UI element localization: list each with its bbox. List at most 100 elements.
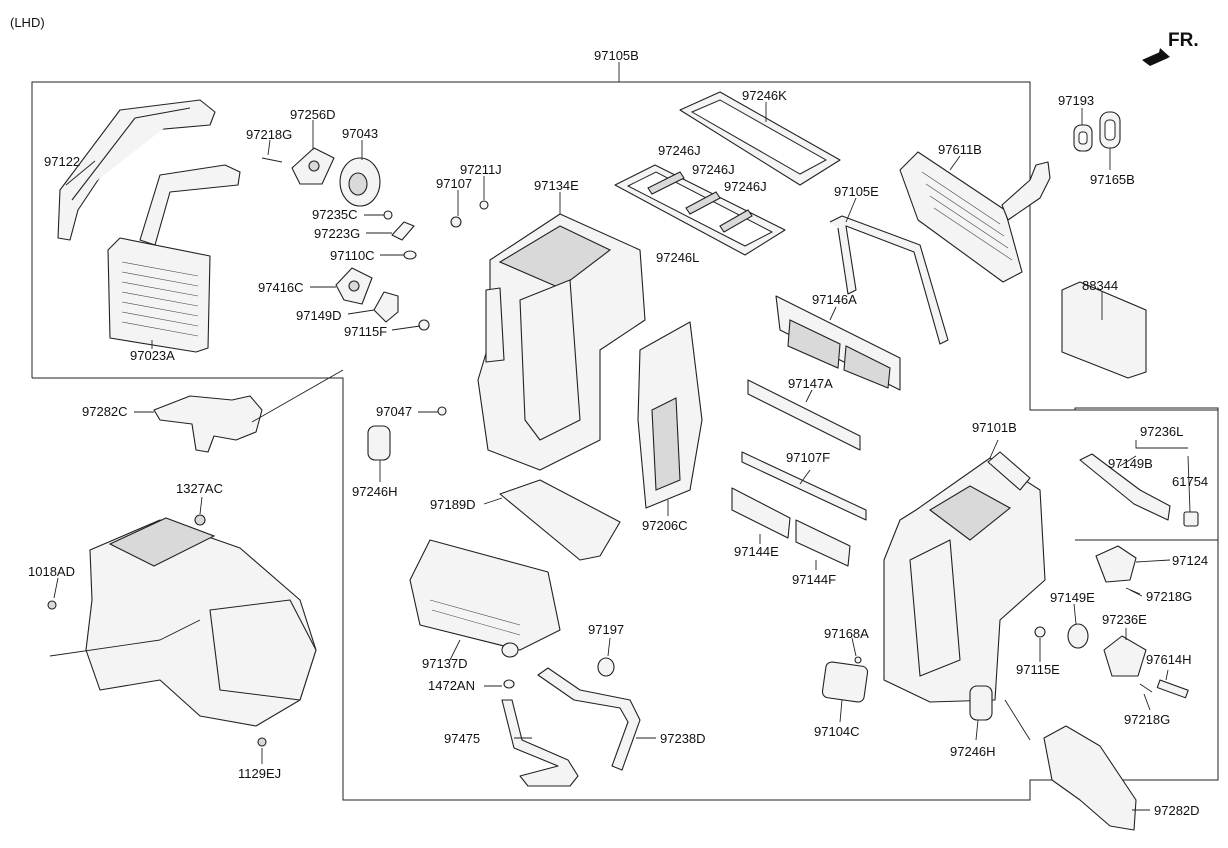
part-label-97282D: 97282D xyxy=(1154,803,1200,818)
link-97110C xyxy=(403,250,417,260)
door-97147A xyxy=(747,379,861,451)
part-label-97218G-a: 97218G xyxy=(1146,589,1192,604)
hvac-assembly-view xyxy=(47,514,317,747)
part-label-97023A: 97023A xyxy=(130,348,175,363)
front-direction-label: FR. xyxy=(1168,30,1199,51)
evaporator-97611B xyxy=(899,151,1051,283)
part-label-97047: 97047 xyxy=(376,404,412,419)
part-label-97416C: 97416C xyxy=(258,280,304,295)
lever-97149D xyxy=(373,291,399,323)
part-label-97246J-b: 97246J xyxy=(692,162,735,177)
seal-97246H-left xyxy=(367,425,391,461)
part-label-97122: 97122 xyxy=(44,154,80,169)
seal-97246H-right xyxy=(969,685,993,721)
part-label-97189D: 97189D xyxy=(430,497,476,512)
part-label-97104C: 97104C xyxy=(814,724,860,739)
door-97107F xyxy=(741,451,867,521)
connector-61754 xyxy=(1183,511,1199,527)
part-label-97144F: 97144F xyxy=(792,572,836,587)
clip-97235C xyxy=(383,210,393,220)
part-label-97246J-a: 97246J xyxy=(658,143,701,158)
part-label-97110C: 97110C xyxy=(330,248,375,263)
part-label-97146A: 97146A xyxy=(812,292,857,307)
part-label-97611B: 97611B xyxy=(938,142,982,157)
air-filter-frame-97246K xyxy=(679,91,841,186)
heater-pipe xyxy=(57,99,241,246)
part-label-61754: 61754 xyxy=(1172,474,1208,489)
part-label-97218G: 97218G xyxy=(246,127,292,142)
part-label-97115E: 97115E xyxy=(1016,662,1060,677)
part-label-97147A: 97147A xyxy=(788,376,833,391)
clip-97107 xyxy=(450,216,462,228)
part-label-97105E: 97105E xyxy=(834,184,879,199)
actuator-97124 xyxy=(1095,545,1137,583)
part-label-97197: 97197 xyxy=(588,622,624,637)
hose-97149B xyxy=(1079,453,1171,521)
lever-97223G xyxy=(391,221,415,241)
plug-1472AN xyxy=(503,679,515,689)
part-label-97149E: 97149E xyxy=(1050,590,1095,605)
part-label-97236E: 97236E xyxy=(1102,612,1147,627)
clip-97168A xyxy=(854,656,862,664)
part-label-97105B: 97105B xyxy=(594,48,639,63)
clip-97115F xyxy=(418,319,430,331)
drain-pan-97137D xyxy=(409,539,561,651)
clip-97047 xyxy=(437,406,447,416)
part-label-97206C: 97206C xyxy=(642,518,688,533)
duct-97282C xyxy=(153,395,263,453)
part-label-97124: 97124 xyxy=(1172,553,1208,568)
grommet-97193 xyxy=(1073,124,1093,152)
part-label-1018AD: 1018AD xyxy=(28,564,75,579)
seal-97105E xyxy=(829,215,949,345)
part-label-1472AN: 1472AN xyxy=(428,678,475,693)
clip-97211J xyxy=(479,200,489,210)
leader-lines xyxy=(53,102,1191,811)
part-label-1129EJ: 1129EJ xyxy=(238,766,281,781)
part-labels: 97105B 97122 97218G 97256D 97043 97235C … xyxy=(28,48,1208,818)
part-label-97107F: 97107F xyxy=(786,450,830,465)
part-label-97223G: 97223G xyxy=(314,226,360,241)
actuator-97236E xyxy=(1103,635,1147,677)
insulation-pad-88344 xyxy=(1061,281,1147,379)
actuator-97416C xyxy=(335,267,373,305)
part-label-97475: 97475 xyxy=(444,731,480,746)
part-label-97211J: 97211J xyxy=(460,162,502,177)
part-label-97246H-right: 97246H xyxy=(950,744,996,759)
door-97144E xyxy=(731,487,791,539)
part-label-97246L: 97246L xyxy=(656,250,699,265)
part-label-97238D: 97238D xyxy=(660,731,706,746)
tray-97189D xyxy=(499,479,621,561)
door-97146A xyxy=(775,295,901,391)
variant-label: (LHD) xyxy=(10,15,45,30)
part-label-97246H-left: 97246H xyxy=(352,484,398,499)
part-label-97282C: 97282C xyxy=(82,404,128,419)
part-label-97115F: 97115F xyxy=(344,324,387,339)
part-label-1327AC: 1327AC xyxy=(176,481,223,496)
part-label-97149D: 97149D xyxy=(296,308,342,323)
case-left-97134E xyxy=(477,213,646,471)
drain-fitting xyxy=(501,642,519,658)
actuator-97043 xyxy=(339,157,381,207)
part-label-97218G-b: 97218G xyxy=(1124,712,1170,727)
part-label-97101B: 97101B xyxy=(972,420,1017,435)
clip-97115E xyxy=(1034,626,1046,638)
part-label-97246J-c: 97246J xyxy=(724,179,767,194)
part-label-97107: 97107 xyxy=(436,176,472,191)
sensor-97614H xyxy=(1156,679,1189,699)
part-label-97134E: 97134E xyxy=(534,178,579,193)
air-filter-97246L xyxy=(614,164,786,256)
case-right-97101B xyxy=(883,451,1046,703)
drain-hose-97475 xyxy=(501,699,579,787)
part-label-97144E: 97144E xyxy=(734,544,779,559)
seal-97104C xyxy=(821,661,869,703)
duct-97282D xyxy=(1043,725,1137,831)
assembly-frame-main xyxy=(31,81,1219,801)
part-label-97614H: 97614H xyxy=(1146,652,1192,667)
front-direction-arrow xyxy=(1142,48,1170,66)
part-label-97236L: 97236L xyxy=(1140,424,1183,439)
door-97144F xyxy=(795,519,851,567)
part-label-97256D: 97256D xyxy=(290,107,336,122)
grommet-97165B xyxy=(1099,111,1121,149)
part-label-97137D: 97137D xyxy=(422,656,468,671)
